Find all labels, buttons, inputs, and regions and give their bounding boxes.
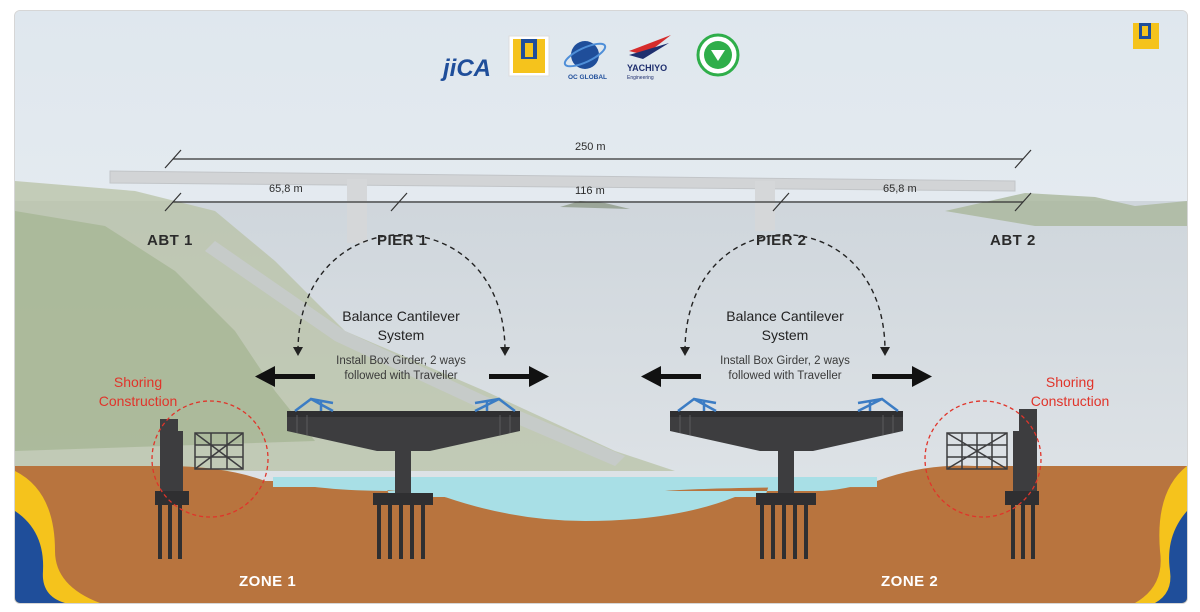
corner-decor-blue-left [15,511,65,603]
total-span-tick-right [1014,149,1032,169]
shoring-circle-right [924,400,1042,518]
embankment-wall [205,241,625,466]
shoring-left-line2: Construction [98,393,178,409]
zone1-label: ZONE 1 [239,573,297,590]
left-system-note: Install Box Girder, 2 ways followed with… [321,354,481,384]
total-span-tick-left [164,149,182,169]
left-system-title: Balance Cantilever System [321,307,481,345]
right-system-note-line2: followed with Traveller [728,370,842,382]
zone2-label: ZONE 2 [881,573,939,590]
oc-global-text: OC GLOBAL [568,74,607,81]
dimension-lines [164,149,1032,212]
shoring-right-line2: Construction [1030,393,1110,409]
logo-row: jiCA OC GLOBAL YACHIYO Engineering [440,33,740,82]
left-system-note-line1: Install Box Girder, 2 ways [336,355,466,367]
pupr-corner-logo [1133,23,1159,49]
river-islet [560,201,630,209]
right-system-title-line1: Balance Cantilever [726,308,844,324]
bridge-construction-diagram: jiCA OC GLOBAL YACHIYO Engineering [15,11,1187,603]
direction-arrows [255,366,932,387]
traveller-pier-2 [677,397,899,413]
shoring-right-label: Shoring Construction [1015,373,1125,411]
span-tick-pier2 [772,192,790,212]
yachiyo-logo: YACHIYO Engineering [627,35,671,81]
photo-bridge-pier-1 [347,179,367,243]
ground-section [15,465,1187,603]
right-system-note-line1: Install Box Girder, 2 ways [720,355,850,367]
shoring-frame-left [194,432,244,470]
pier2-label: PIER 2 [756,232,807,249]
pupr-logo [508,35,550,77]
green-circle-logo [696,33,740,77]
shoring-right-line1: Shoring [1045,374,1095,390]
far-bank [945,193,1187,226]
pier1-label: PIER 1 [377,232,428,249]
left-span-label: 65,8 m [269,183,303,195]
cantilever-arcs [297,234,886,352]
cantilever-arc-left [297,234,506,352]
span-tick-abt2 [1014,192,1032,212]
cantilever-arc-right [684,234,886,352]
right-span-label: 65,8 m [883,183,917,195]
shoring-left-label: Shoring Construction [83,373,193,411]
total-span-label: 250 m [575,141,606,153]
photo-bridge-deck [109,170,1016,192]
photo-bridge-pier-2 [755,181,775,231]
arc-arrowheads [293,347,890,356]
abt1-label: ABT 1 [147,232,193,249]
left-system-title-line2: System [377,327,425,343]
span-tick-pier1 [390,192,408,212]
oc-global-logo: OC GLOBAL [563,41,607,81]
right-system-title-line2: System [761,327,809,343]
traveller-pier-1 [294,397,516,413]
left-system-note-line2: followed with Traveller [344,370,458,382]
abt2-label: ABT 2 [990,232,1036,249]
diagram-frame: jiCA OC GLOBAL YACHIYO Engineering [14,10,1188,604]
jica-logo: jiCA [440,55,491,82]
abutment-1 [155,419,189,559]
yachiyo-sub-text: Engineering [627,75,654,81]
right-system-note: Install Box Girder, 2 ways followed with… [705,354,865,384]
main-span-label: 116 m [575,185,605,197]
river-water-surface [273,477,877,517]
shoring-circle-left [151,400,269,518]
shoring-frame-right [946,432,1008,470]
pier-1 [287,411,520,559]
right-system-title: Balance Cantilever System [705,307,865,345]
span-tick-abt1 [164,192,182,212]
yachiyo-text: YACHIYO [627,63,667,73]
corner-decor-blue-right [1155,511,1187,603]
riverbank-grass [15,211,315,451]
left-system-title-line1: Balance Cantilever [342,308,460,324]
shoring-left-line1: Shoring [113,374,163,390]
pier-2 [670,411,903,559]
